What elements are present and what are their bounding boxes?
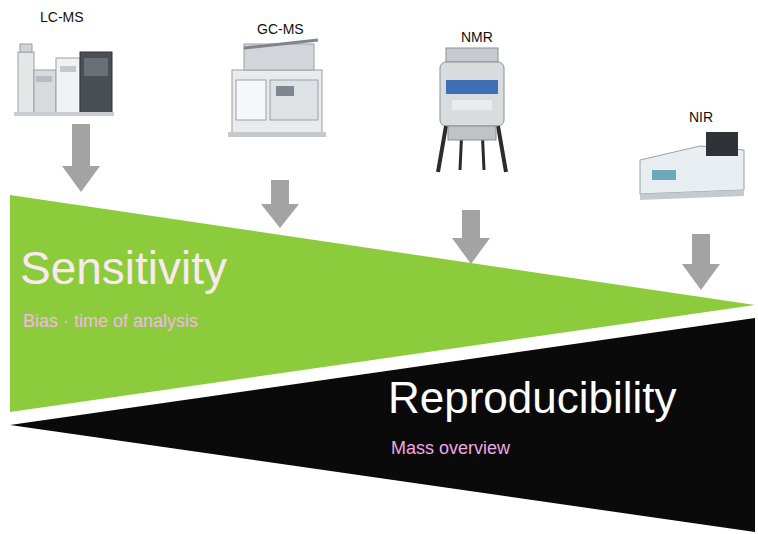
instrument-label: NMR [461, 30, 493, 45]
instrument-label: GC-MS [257, 22, 304, 37]
reproducibility-wedge: ReproducibilityMass overview [10, 318, 755, 532]
nmr-magnet [438, 48, 506, 172]
gc-ms-instrument [228, 40, 326, 137]
wedge-subtitle: Mass overview [391, 439, 510, 459]
instrument-label: LC-MS [40, 10, 84, 25]
wedge-subtitle: Bias · time of analysis [23, 312, 198, 332]
wedge-fill [10, 318, 755, 532]
instrument-label: NIR [689, 110, 713, 125]
wedge-shape [10, 318, 755, 532]
wedge-heading: Reproducibility [388, 374, 677, 422]
nir-spectrometer [640, 132, 744, 200]
lc-ms-instrument [14, 44, 114, 116]
wedge-heading: Sensitivity [20, 243, 227, 294]
